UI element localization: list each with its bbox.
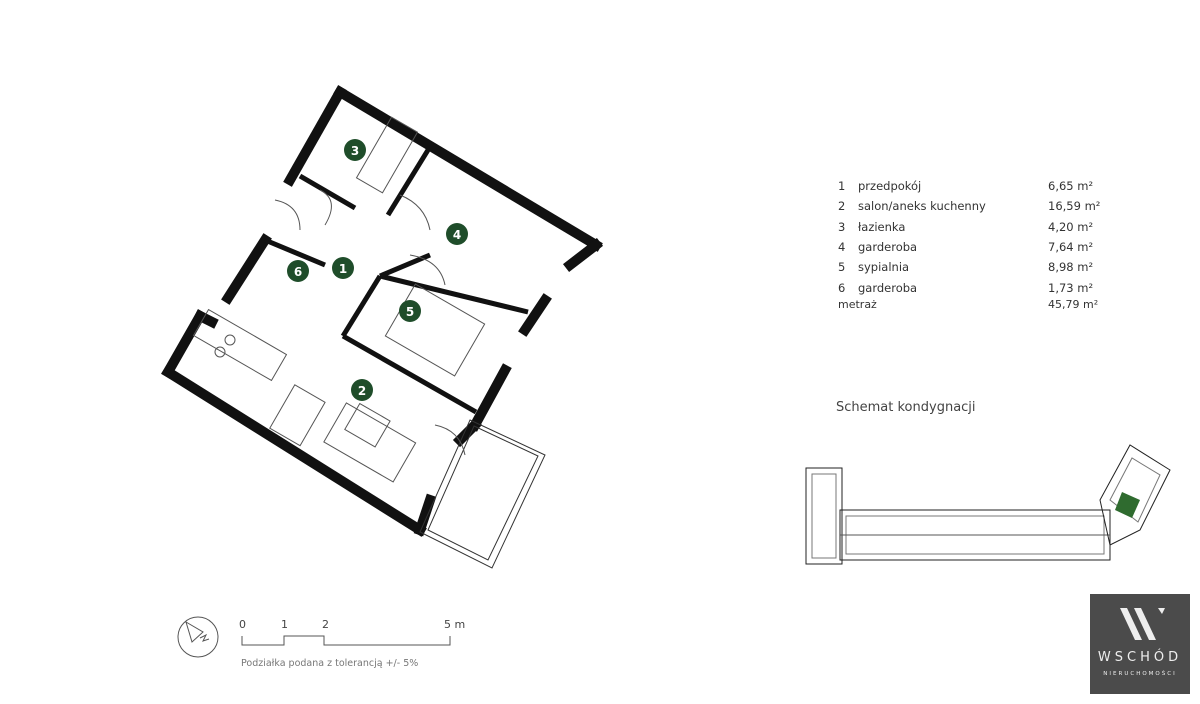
building-schematic — [805, 444, 1171, 565]
logo-w-icon — [1120, 608, 1165, 640]
room-number: 5 — [838, 260, 846, 275]
total-area: 45,79 m² — [1048, 298, 1099, 312]
room-area-table: 1 przedpokój 6,65 m² 2 salon/aneks kuchenny… — [838, 176, 1128, 312]
schematic-title: Schemat kondygnacji — [836, 400, 976, 415]
table-row: 2 salon/aneks kuchenny 16,59 m² — [838, 196, 1128, 216]
scale-note: Podziałka podana z tolerancją +/- 5% — [241, 658, 419, 669]
table-row: 6 garderoba 1,73 m² — [838, 277, 1128, 297]
room-name: przedpokój — [858, 179, 922, 194]
company-logo: WSCHÓD NIERUCHOMOŚCI — [1090, 594, 1190, 694]
room-name: sypialnia — [858, 260, 910, 275]
inner-walls — [264, 148, 529, 415]
furniture — [192, 116, 486, 483]
room-markers — [287, 139, 468, 401]
room-area: 1,73 m² — [1048, 280, 1094, 295]
scale-bar — [241, 635, 451, 646]
marker-3 — [344, 139, 366, 161]
marker-2 — [351, 379, 373, 401]
table-row: 3 łazienka 4,20 m² — [838, 217, 1128, 237]
logo-name: WSCHÓD — [1097, 650, 1183, 665]
marker-5 — [399, 300, 421, 322]
table-row: 5 sypialnia 8,98 m² — [838, 257, 1128, 277]
room-number: 3 — [838, 219, 846, 234]
room-name: garderoba — [858, 280, 918, 295]
marker-label: 3 — [351, 144, 359, 158]
marker-4 — [446, 223, 468, 245]
scale-tick-2: 2 — [322, 618, 329, 631]
table-row: 4 garderoba 7,64 m² — [838, 237, 1128, 257]
room-area: 7,64 m² — [1048, 240, 1094, 255]
marker-label: 5 — [406, 305, 414, 319]
total-row: metraż 45,79 m² — [838, 298, 1128, 312]
total-label: metraż — [838, 298, 877, 312]
room-number: 4 — [838, 240, 846, 255]
room-number: 6 — [838, 280, 846, 295]
logo-subtitle: NIERUCHOMOŚCI — [1103, 671, 1177, 677]
room-name: salon/aneks kuchenny — [858, 199, 986, 214]
marker-label: 6 — [294, 265, 302, 279]
marker-label: 1 — [339, 262, 347, 276]
compass-icon — [177, 616, 219, 658]
room-number: 2 — [838, 199, 846, 214]
marker-label: 2 — [358, 384, 366, 398]
room-area: 6,65 m² — [1048, 179, 1094, 194]
scale-tick-5: 5 m — [444, 618, 466, 631]
room-name: łazienka — [858, 219, 906, 234]
marker-label: 4 — [453, 228, 461, 242]
room-area: 4,20 m² — [1048, 219, 1094, 234]
room-number: 1 — [838, 179, 846, 194]
scale-tick-0: 0 — [239, 618, 246, 631]
marker-1 — [332, 257, 354, 279]
room-name: garderoba — [858, 240, 918, 255]
walls — [161, 85, 604, 537]
balcony — [419, 419, 546, 569]
room-area: 8,98 m² — [1048, 260, 1094, 275]
scale-tick-1: 1 — [281, 618, 288, 631]
table-row: 1 przedpokój 6,65 m² — [838, 176, 1128, 196]
room-area: 16,59 m² — [1048, 199, 1101, 214]
marker-6 — [287, 260, 309, 282]
